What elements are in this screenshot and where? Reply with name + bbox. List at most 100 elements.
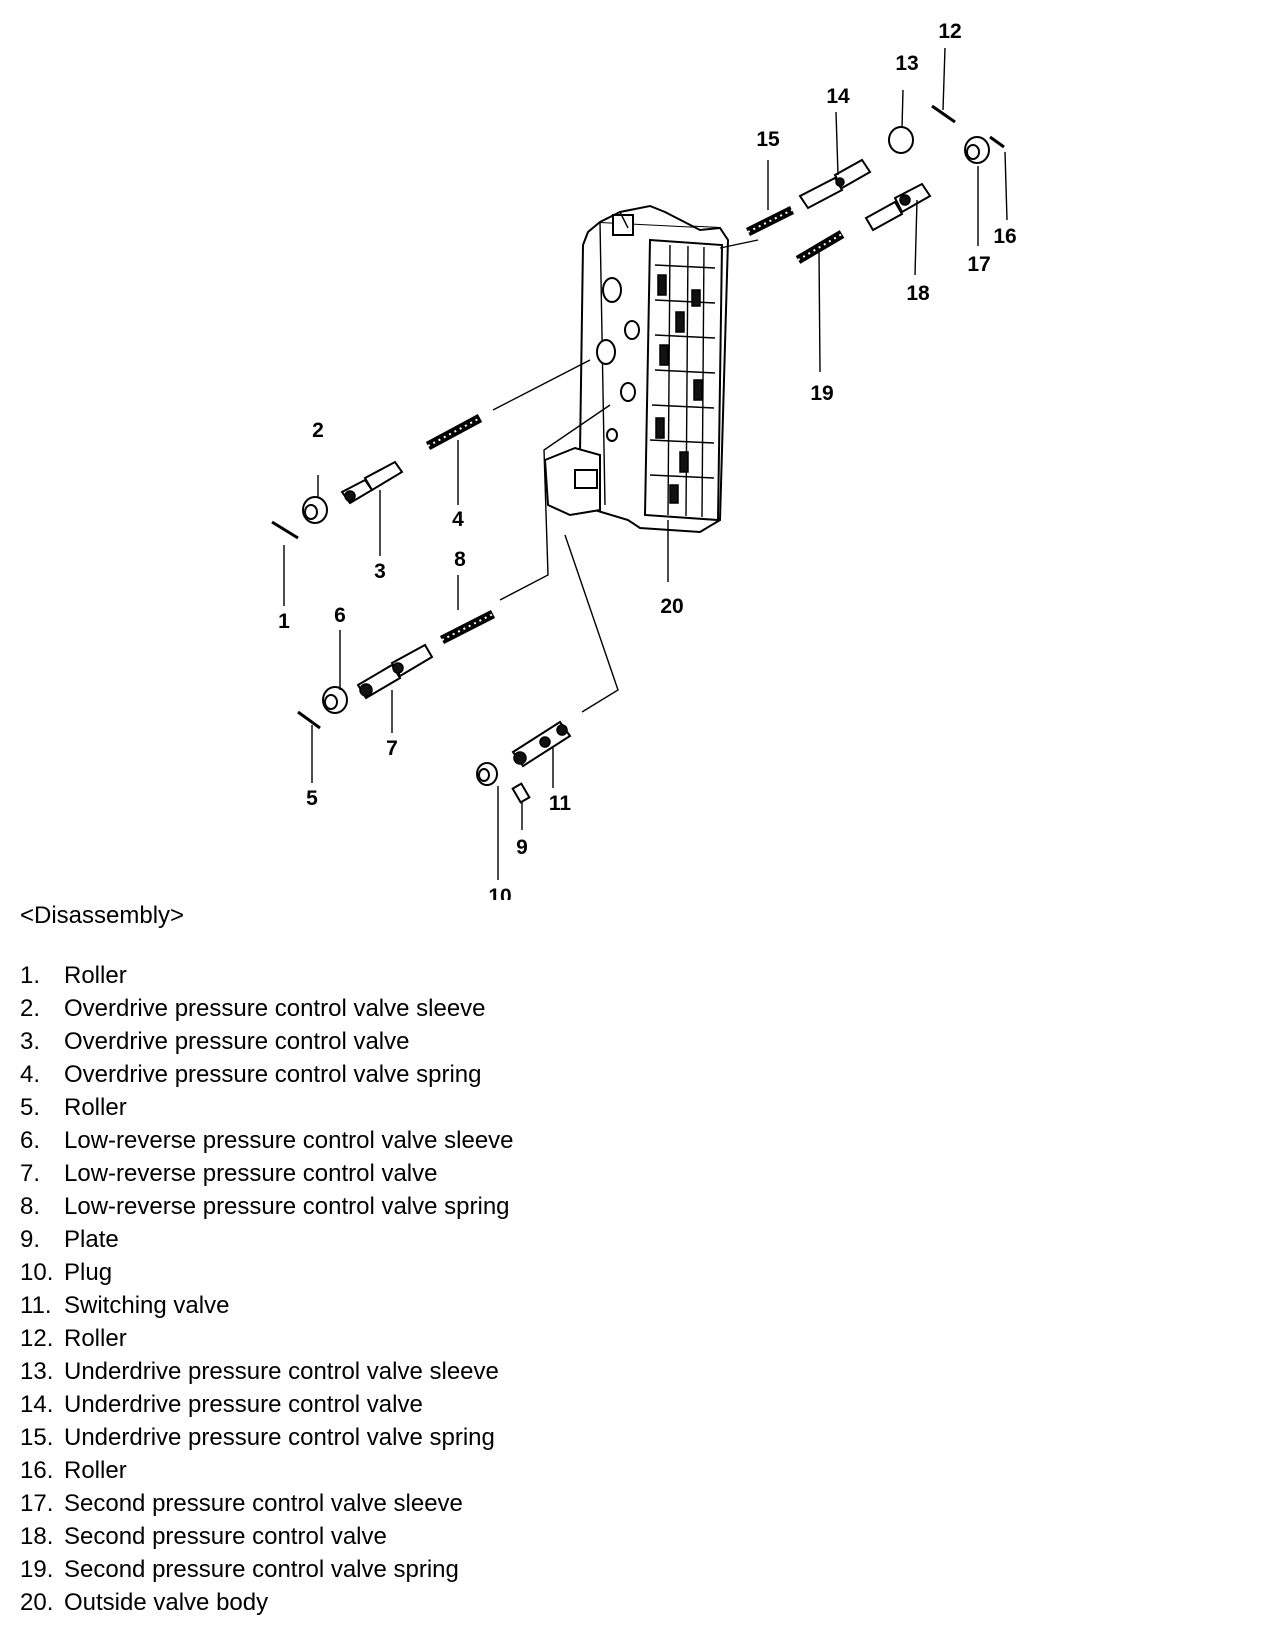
legend-number: 16. — [20, 1457, 54, 1484]
callout-17: 17 — [967, 253, 990, 276]
legend-item: 11.Switching valve — [20, 1289, 514, 1322]
legend-number: 8. — [20, 1193, 41, 1220]
legend-item: 16. Roller — [20, 1454, 514, 1487]
legend-item: 12. Roller — [20, 1322, 514, 1355]
legend-number: 18. — [20, 1523, 54, 1550]
legend-number: 14. — [20, 1391, 54, 1418]
legend-number: 20. — [20, 1589, 54, 1616]
legend-item: 10. Plug — [20, 1256, 514, 1289]
callout-3: 3 — [374, 560, 386, 583]
callout-13: 13 — [895, 52, 918, 75]
legend-label: Overdrive pressure control valve — [64, 1028, 410, 1055]
legend-number: 17. — [20, 1490, 54, 1517]
spring-part-19 — [795, 230, 845, 264]
roller-part-16 — [989, 135, 1005, 149]
sleeve-part-13 — [888, 126, 914, 154]
legend-number: 15. — [20, 1424, 54, 1451]
legend-label: Underdrive pressure control valve spring — [64, 1424, 495, 1451]
spring-part-15 — [745, 205, 795, 237]
callout-11: 11 — [549, 792, 572, 815]
legend-item: 13. Underdrive pressure control valve sle… — [20, 1355, 514, 1388]
callout-1: 1 — [278, 610, 290, 633]
legend-label: Low-reverse pressure control valve — [64, 1160, 438, 1187]
legend-item: 9. Plate — [20, 1223, 514, 1256]
legend-item: 8. Low-reverse pressure control valve spr… — [20, 1190, 514, 1223]
legend-number: 13. — [20, 1358, 54, 1385]
assembly-path-lines — [492, 239, 759, 713]
callout-12: 12 — [938, 20, 961, 43]
leader-lines — [283, 47, 1008, 880]
sleeve-part-6 — [322, 686, 348, 714]
valve-part-7 — [356, 643, 434, 700]
spring-part-8 — [439, 609, 496, 645]
callout-labels: 1 2 3 4 5 6 7 8 9 10 11 12 13 14 15 16 1… — [278, 20, 1017, 900]
callout-10: 10 — [488, 885, 511, 900]
roller-part-5 — [297, 710, 321, 730]
legend-item: 18. Second pressure control valve — [20, 1520, 514, 1553]
legend-item: 19. Second pressure control valve spring — [20, 1553, 514, 1586]
sleeve-part-17 — [964, 136, 990, 164]
legend-number: 2. — [20, 995, 41, 1022]
legend-number: 1. — [20, 962, 41, 989]
callout-8: 8 — [454, 548, 466, 571]
legend-label: Plate — [64, 1226, 119, 1253]
legend-number: 3. — [20, 1028, 41, 1055]
exploded-view-diagram: 1 2 3 4 5 6 7 8 9 10 11 12 13 14 15 16 1… — [271, 20, 1017, 900]
legend-item: 20.Outside valve body — [20, 1586, 514, 1619]
callout-18: 18 — [906, 282, 930, 305]
callout-16: 16 — [993, 225, 1016, 248]
valve-part-14 — [798, 158, 872, 210]
legend-label: Second pressure control valve spring — [64, 1556, 459, 1583]
legend-label: Roller — [64, 1457, 127, 1484]
legend-label: Roller — [64, 1325, 127, 1352]
plate-part-9 — [511, 782, 531, 804]
legend-number: 5. — [20, 1094, 41, 1121]
legend-label: Underdrive pressure control valve sleeve — [64, 1358, 499, 1385]
legend-item: 4. Overdrive pressure control valve sprin… — [20, 1058, 514, 1091]
legend-number: 9. — [20, 1226, 41, 1253]
legend-number: 4. — [20, 1061, 41, 1088]
legend-label: Second pressure control valve — [64, 1523, 387, 1550]
spring-part-4 — [425, 414, 483, 450]
roller-part-12 — [931, 104, 956, 124]
plug-part-10 — [476, 762, 498, 786]
legend-item: 17. Second pressure control valve sleeve — [20, 1487, 514, 1520]
legend-item: 3. Overdrive pressure control valve — [20, 1025, 514, 1058]
callout-5: 5 — [306, 787, 318, 810]
callout-20: 20 — [660, 595, 683, 618]
legend-number: 7. — [20, 1160, 41, 1187]
disassembly-caption: <Disassembly> — [20, 902, 185, 929]
valve-part-11 — [511, 720, 572, 768]
legend-number: 12. — [20, 1325, 54, 1352]
callout-4: 4 — [452, 508, 464, 531]
sleeve-part-2 — [302, 496, 328, 524]
callout-14: 14 — [826, 85, 850, 108]
legend-label: Underdrive pressure control valve — [64, 1391, 423, 1418]
legend-label: Switching valve — [64, 1292, 230, 1319]
legend-item: 2. Overdrive pressure control valve sleev… — [20, 992, 514, 1025]
legend-label: Second pressure control valve sleeve — [64, 1490, 463, 1517]
callout-19: 19 — [810, 382, 833, 405]
legend-label: Overdrive pressure control valve sleeve — [64, 995, 486, 1022]
legend-number: 6. — [20, 1127, 41, 1154]
legend-item: 14. Underdrive pressure control valve — [20, 1388, 514, 1421]
legend-label: Low-reverse pressure control valve sleev… — [64, 1127, 514, 1154]
legend-label: Overdrive pressure control valve spring — [64, 1061, 482, 1088]
legend-label: Plug — [64, 1259, 113, 1286]
legend-number: 10. — [20, 1259, 54, 1286]
outside-valve-body — [543, 204, 730, 534]
legend-label: Roller — [64, 962, 127, 989]
legend-item: 15. Underdrive pressure control valve spr… — [20, 1421, 514, 1454]
callout-7: 7 — [386, 737, 398, 760]
legend-item: 1. Roller — [20, 959, 514, 992]
roller-part-1 — [271, 520, 299, 540]
legend-item: 7. Low-reverse pressure control valve — [20, 1157, 514, 1190]
legend-number: 19. — [20, 1556, 54, 1583]
parts-legend: 1. Roller 2. Overdrive pressure control va… — [20, 959, 514, 1619]
valve-part-3 — [340, 460, 404, 505]
legend-item: 6. Low-reverse pressure control valve sle… — [20, 1124, 514, 1157]
legend-label: Roller — [64, 1094, 127, 1121]
callout-6: 6 — [334, 604, 346, 627]
legend-label: Low-reverse pressure control valve sprin… — [64, 1193, 510, 1220]
callout-2: 2 — [312, 419, 324, 442]
